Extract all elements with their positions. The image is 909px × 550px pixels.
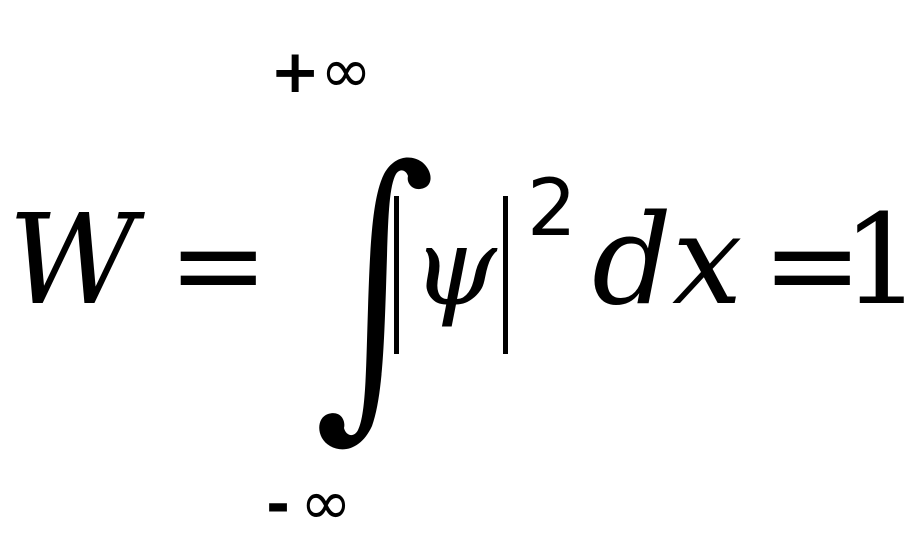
equals-sign-2: = [762,196,863,335]
exponent-two: 2 [527,164,577,254]
equals-sign: = [168,196,269,335]
upper-limit-infinity: ∞ [320,34,372,107]
result-one: 1 [842,188,909,333]
lower-limit-infinity: ∞ [300,466,352,539]
absolute-value-right-bar [503,196,508,354]
absolute-value-left-bar [394,196,399,354]
variable-w: W [8,188,137,333]
lower-limit-sign: - [266,470,291,538]
differential-dx: dx [592,188,743,333]
integral-sign-icon [319,157,431,450]
integral-lower-limit: -∞ [266,472,352,534]
upper-limit-sign: + [270,37,321,107]
psi-symbol: ψ [412,205,497,330]
integral-upper-limit: +∞ [270,40,372,103]
